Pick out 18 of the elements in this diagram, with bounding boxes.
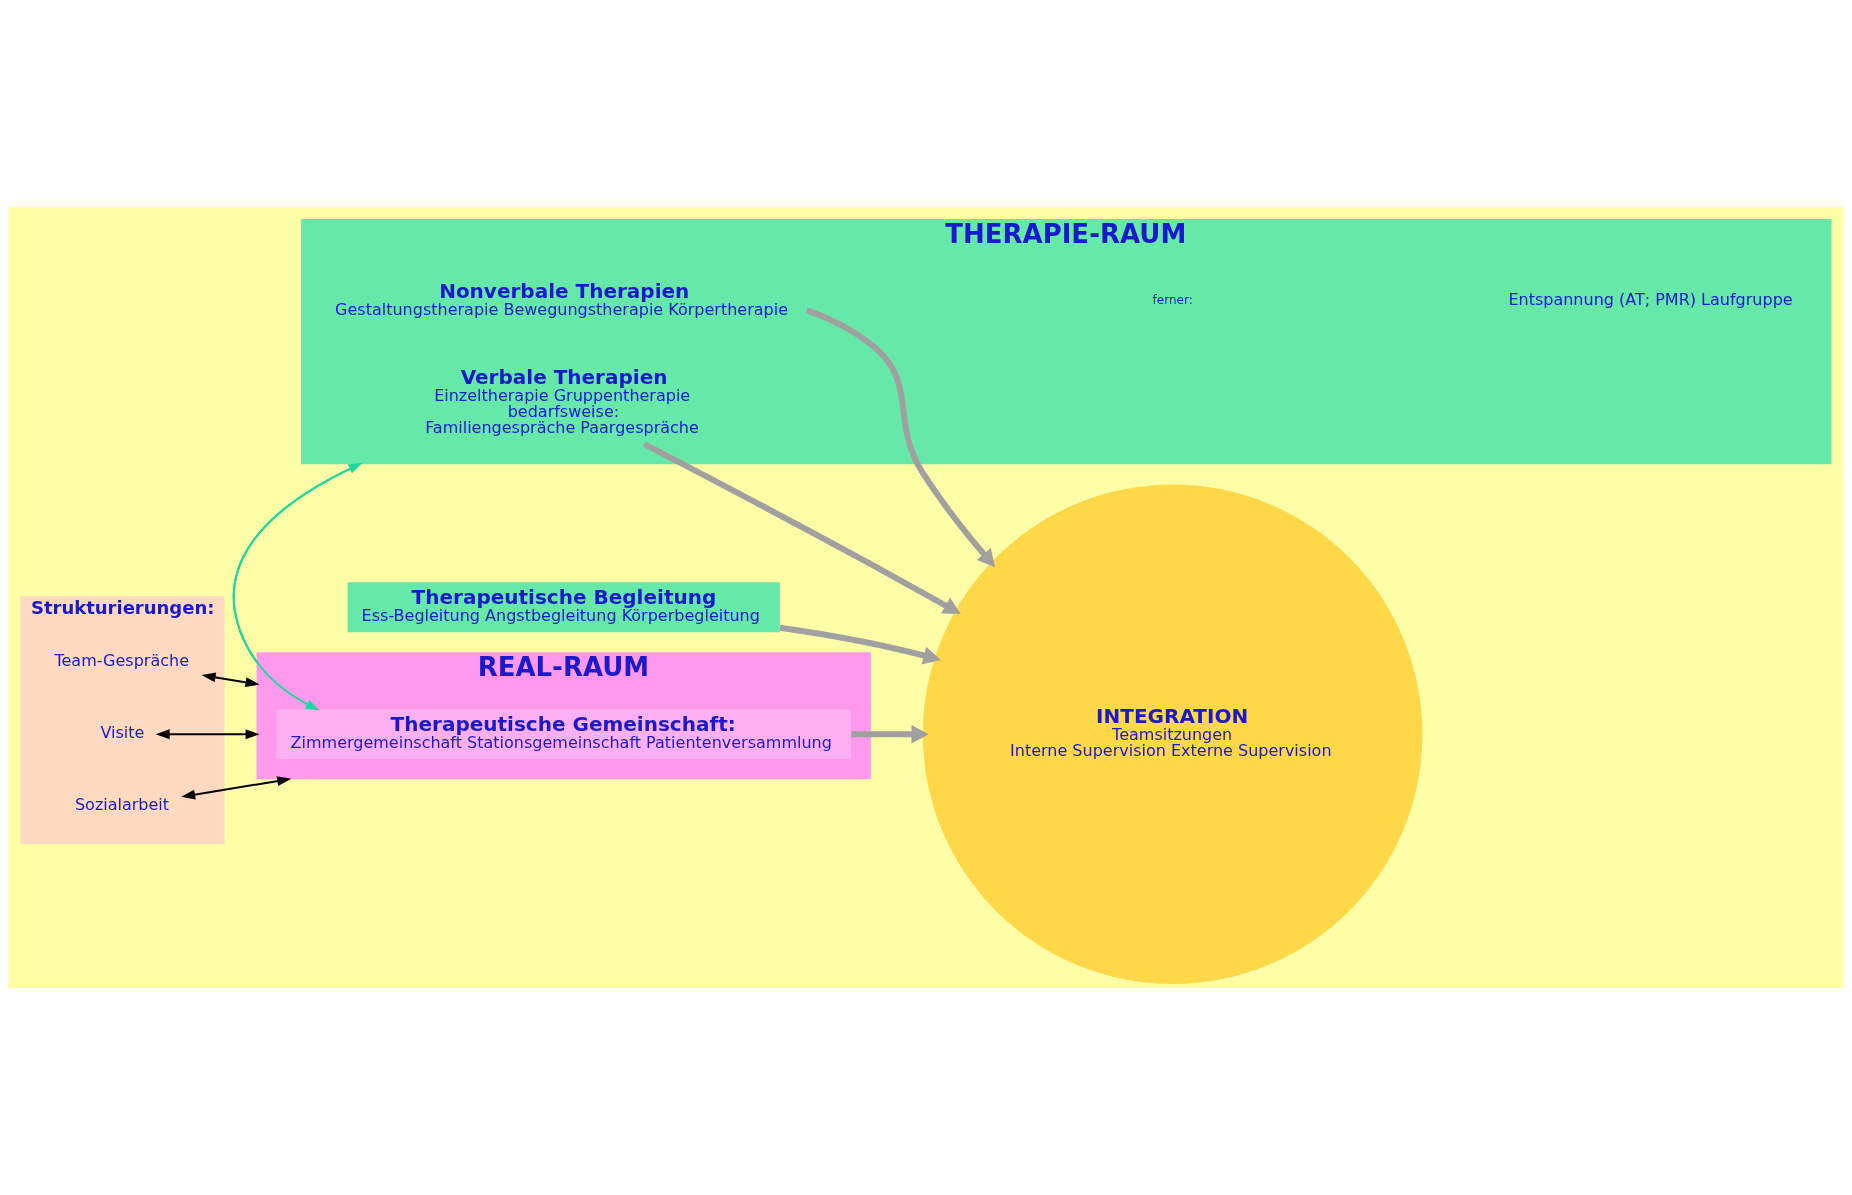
arrow — [805, 307, 996, 568]
node-text: Team-Gespräche — [54, 651, 189, 671]
label: ferner: — [1152, 293, 1193, 308]
arrow — [779, 624, 941, 665]
arrow — [201, 672, 260, 688]
node-box: Therapeutische Begleitung Ess-Begleitung Angstbegleitung Körperbegleitung — [347, 582, 780, 633]
node-text: Visite — [100, 723, 145, 743]
arrow — [851, 725, 929, 744]
arrow — [232, 463, 361, 711]
label: Entspannung (AT; PMR) Laufgruppe — [1508, 289, 1793, 309]
node-box: Therapeutische Gemeinschaft: Zimmergemeinschaft Stationsgemeinschaft Patientenversammlung — [276, 709, 851, 760]
arrow — [232, 462, 363, 663]
arrow — [642, 441, 961, 614]
node-text: Verbale Therapien Einzeltherapie Gruppentherapie bedarfsweise: Familiengespräche Paargespräche — [425, 365, 699, 437]
arrow — [181, 776, 292, 800]
node-text: Nonverbale Therapien Gestaltungstherapie Bewegungstherapie Körpertherapie — [335, 279, 788, 319]
node-text: Sozialarbeit — [74, 795, 170, 815]
arrow — [155, 729, 260, 740]
